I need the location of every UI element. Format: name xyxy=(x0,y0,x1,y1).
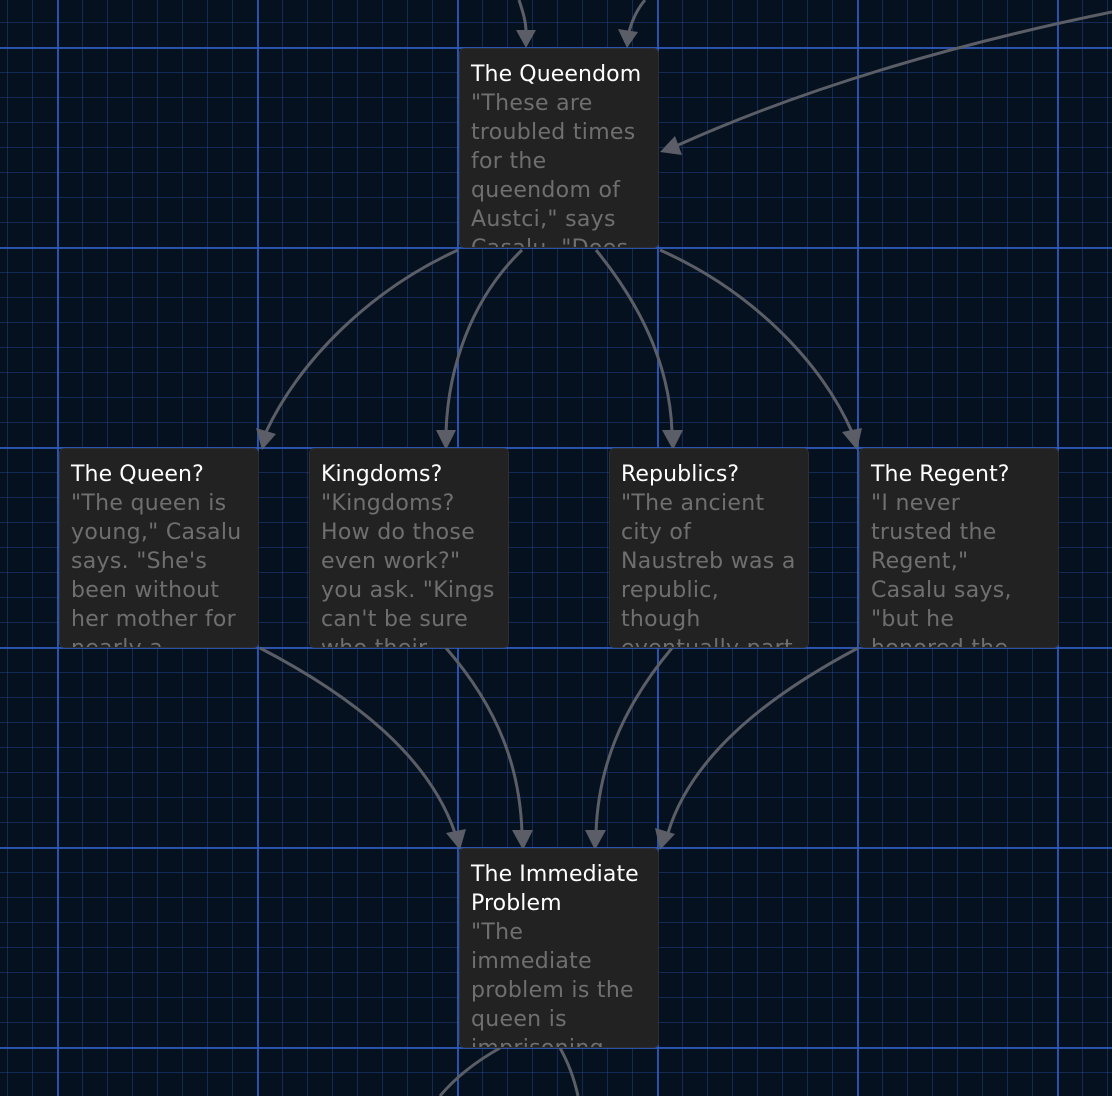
passage-excerpt: "These are troubled times for the queend… xyxy=(471,91,636,247)
link-offscreen-to-queendom-3 xyxy=(675,10,1112,148)
passage-title: Republics? xyxy=(621,462,740,487)
passage-excerpt: "Kingdoms? How do those even work?" you … xyxy=(321,491,495,647)
arrowhead xyxy=(842,428,862,450)
arrowhead xyxy=(618,29,638,48)
arrowhead xyxy=(662,430,683,450)
passage-title: The Queendom xyxy=(471,62,642,87)
arrowhead xyxy=(436,430,456,450)
passage-excerpt: "The ancient city of Naustreb was a repu… xyxy=(621,491,796,647)
passage-excerpt: "The immediate problem is the queen is i… xyxy=(471,920,634,1047)
passage-republics[interactable]: Republics? "The ancient city of Naustreb… xyxy=(609,448,809,648)
passage-title: Kingdoms? xyxy=(321,462,443,487)
link-regent-to-immediate xyxy=(666,646,859,834)
passage-the-regent[interactable]: The Regent? "I never trusted the Regent,… xyxy=(859,448,1059,648)
link-queendom-to-regent xyxy=(659,248,854,433)
link-republics-to-immediate xyxy=(594,647,674,834)
link-offscreen-to-queendom-1 xyxy=(517,0,528,33)
link-queen-to-immediate xyxy=(259,646,457,834)
link-offscreen-to-queendom-2 xyxy=(627,0,647,33)
link-queendom-to-queen xyxy=(264,248,459,433)
arrowhead xyxy=(660,136,682,155)
link-immediate-to-offscreen-1 xyxy=(438,1046,501,1096)
link-queendom-to-kingdoms xyxy=(444,248,524,433)
arrowhead xyxy=(446,829,466,850)
passage-the-queen[interactable]: The Queen? "The queen is young," Casalu … xyxy=(59,448,259,648)
link-kingdoms-to-immediate xyxy=(444,647,524,834)
passage-title: The Queen? xyxy=(71,462,204,487)
link-queendom-to-republics xyxy=(594,249,674,433)
passage-title: The Regent? xyxy=(871,462,1010,487)
arrowhead xyxy=(256,428,276,450)
passage-excerpt: "The queen is young," Casalu says. "She'… xyxy=(71,491,242,647)
arrowhead xyxy=(585,830,606,850)
arrowhead xyxy=(516,30,536,48)
passage-the-immediate-problem[interactable]: The Immediate Problem "The immediate pro… xyxy=(459,848,659,1048)
passage-the-queendom[interactable]: The Queendom "These are troubled times f… xyxy=(459,48,659,248)
passage-excerpt: "I never trusted the Regent," Casalu say… xyxy=(871,491,1012,647)
arrowhead xyxy=(655,828,675,850)
passage-title: The Immediate Problem xyxy=(471,862,639,916)
link-immediate-to-offscreen-2 xyxy=(558,1047,580,1096)
arrowhead xyxy=(512,830,533,850)
passage-kingdoms[interactable]: Kingdoms? "Kingdoms? How do those even w… xyxy=(309,448,509,648)
